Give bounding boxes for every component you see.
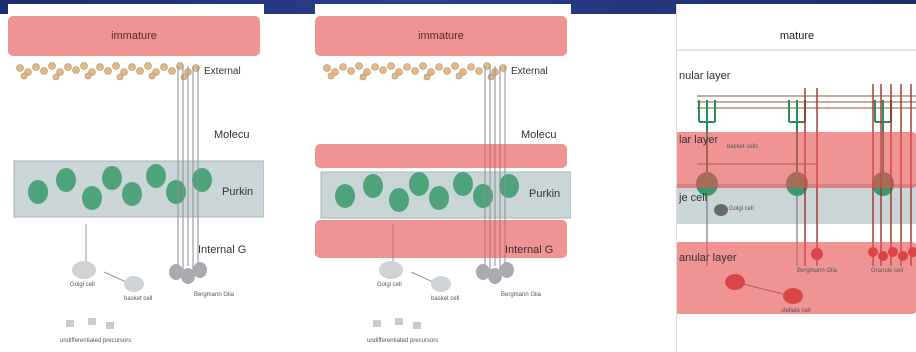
cell-label-stellate: stellate cell	[781, 308, 811, 314]
cell-label-golgi: Golgi cell	[70, 282, 95, 288]
external-granule-cells	[324, 63, 507, 81]
layer-label-purkinje: je cell	[679, 192, 707, 204]
precursor-cells	[66, 318, 114, 329]
layer-label-purkinje: Purkin	[529, 188, 560, 200]
precursor-cells	[373, 318, 421, 329]
cell-label-precursors: undifferentiated precursors	[367, 338, 438, 344]
cell-label-basket: basket cell	[124, 296, 152, 302]
cell-label-bergmann: Bergmann Glia	[797, 268, 837, 274]
panel-mature: mature nular layer lar layer je cell anu…	[676, 4, 916, 352]
layer-label-external: External	[511, 66, 548, 77]
cell-label-granule: Granule cell	[871, 268, 903, 274]
panel-title: mature	[677, 30, 916, 42]
panel-title: immature	[315, 30, 567, 42]
golgi-cell-shape	[72, 261, 96, 279]
layer-label-molecular: Molecu	[521, 129, 556, 141]
external-granule-cells	[17, 63, 200, 81]
layer-label-internal: Internal G	[505, 244, 553, 256]
layer-label-external: External	[204, 66, 241, 77]
cell-label-precursors: undifferentiated precursors	[60, 338, 131, 344]
golgi-cell-shape	[714, 204, 728, 216]
layer-label-molecular: lar layer	[679, 134, 718, 146]
panel-immature-2: immature External Molecu Purkin Internal…	[315, 4, 571, 352]
layer-label-molecular: Molecu	[214, 129, 249, 141]
cell-label-golgi: Golgi cell	[729, 206, 754, 212]
basket-cell-shape	[431, 276, 451, 292]
golgi-cell-shape	[379, 261, 403, 279]
highlight-molecular	[315, 144, 567, 168]
panel-title: immature	[8, 30, 260, 42]
cell-label-basket: basket cell	[431, 296, 459, 302]
cell-label-bergmann: Bergmann Glia	[194, 292, 234, 298]
panel-immature-1: immature External Molecu Purkin Internal…	[8, 4, 264, 352]
cell-label-golgi: Golgi cell	[377, 282, 402, 288]
layer-label-granular-top: nular layer	[679, 70, 730, 82]
layer-label-purkinje: Purkin	[222, 186, 253, 198]
cell-label-basket: basket cells	[727, 144, 758, 150]
cell-label-bergmann: Bergmann Glia	[501, 292, 541, 298]
layer-label-granular: anular layer	[679, 252, 736, 264]
layer-label-internal: Internal G	[198, 244, 246, 256]
basket-cell-shape	[124, 276, 144, 292]
